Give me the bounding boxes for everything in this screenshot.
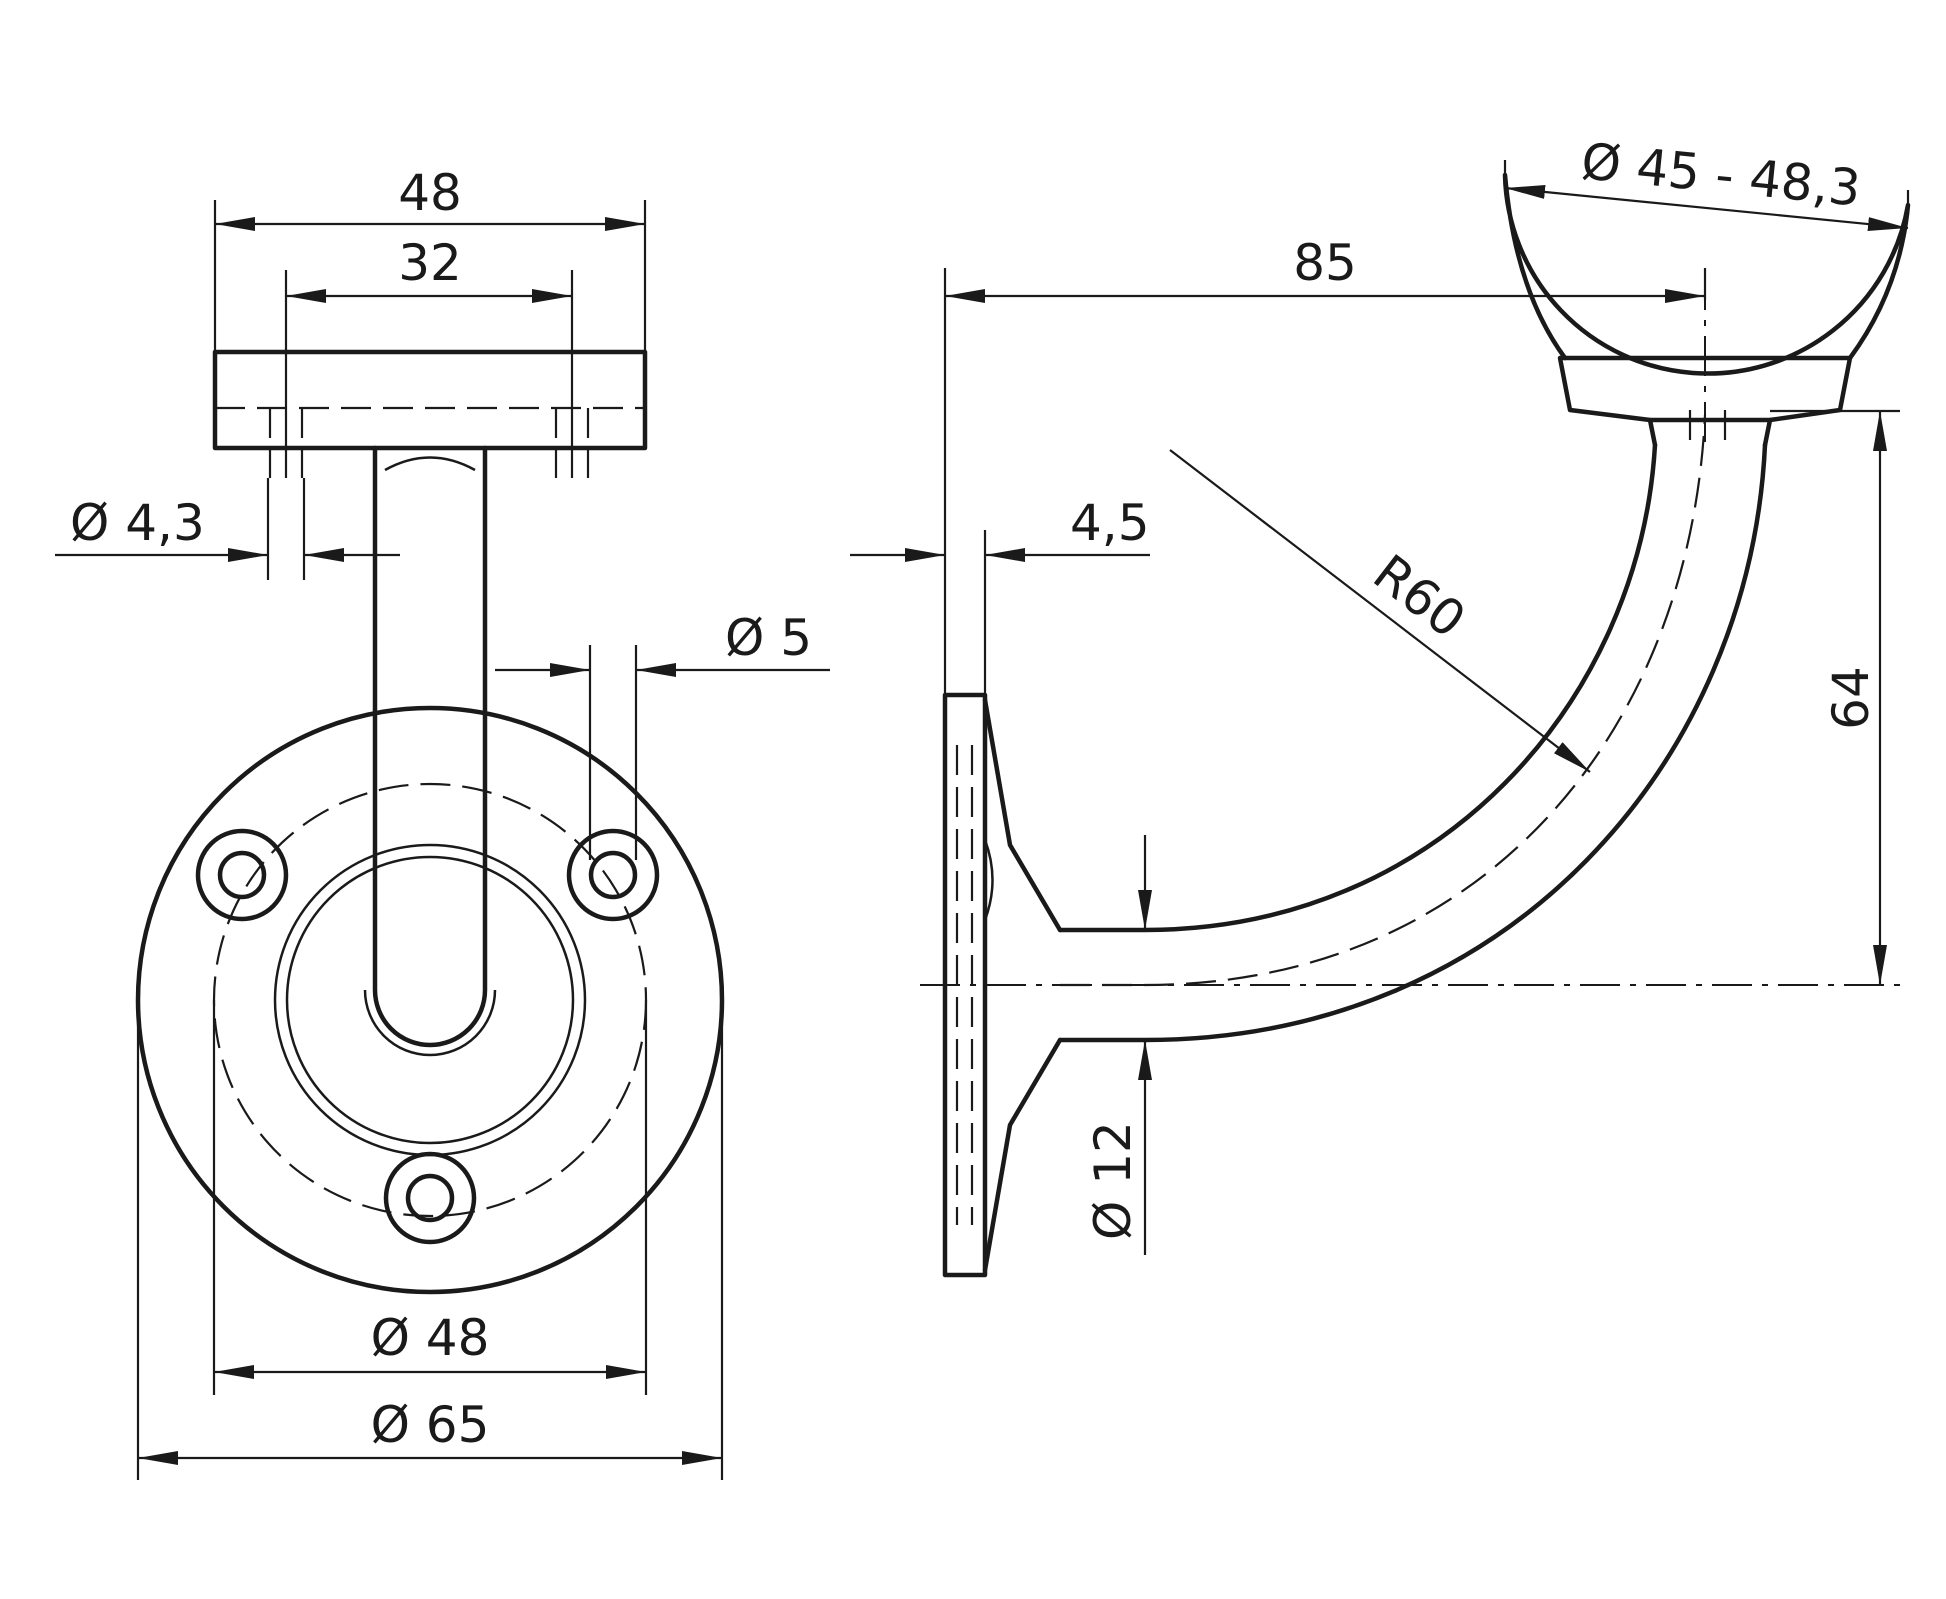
dim-height: 64 bbox=[1822, 666, 1880, 730]
dim-base-thickness: 4,5 bbox=[1070, 494, 1150, 552]
front-view: 48 32 Ø 4,3 Ø 5 Ø 48 Ø 65 bbox=[55, 164, 830, 1480]
side-view: 85 Ø 45 - 48,3 4,5 R60 64 Ø 12 bbox=[850, 132, 1911, 1278]
saddle-plate bbox=[212, 349, 648, 451]
stem bbox=[372, 445, 488, 1048]
dim-rod-dia: Ø 12 bbox=[1084, 1121, 1142, 1240]
mount-hole-left bbox=[195, 828, 289, 922]
base-disc bbox=[135, 705, 725, 1295]
inner-boss-inner bbox=[285, 855, 575, 1145]
dim-bend-radius: R60 bbox=[1363, 544, 1476, 650]
bent-rod bbox=[1057, 442, 1658, 933]
dim-base-dia: Ø 65 bbox=[371, 1396, 490, 1454]
dim-bolt-circle-dia: Ø 48 bbox=[371, 1309, 490, 1367]
dim-mount-hole-dia: Ø 5 bbox=[725, 609, 812, 667]
mount-hole-right bbox=[566, 828, 660, 922]
dim-plate-width: 48 bbox=[398, 164, 462, 222]
inner-boss-outer bbox=[273, 843, 587, 1157]
dim-projection: 85 bbox=[1293, 234, 1357, 292]
dim-screw-hole-dia: Ø 4,3 bbox=[70, 494, 205, 552]
dim-hole-spacing: 32 bbox=[398, 234, 462, 292]
dim-rail-dia: Ø 45 - 48,3 bbox=[1579, 132, 1863, 218]
mount-hole-bottom bbox=[383, 1151, 477, 1245]
